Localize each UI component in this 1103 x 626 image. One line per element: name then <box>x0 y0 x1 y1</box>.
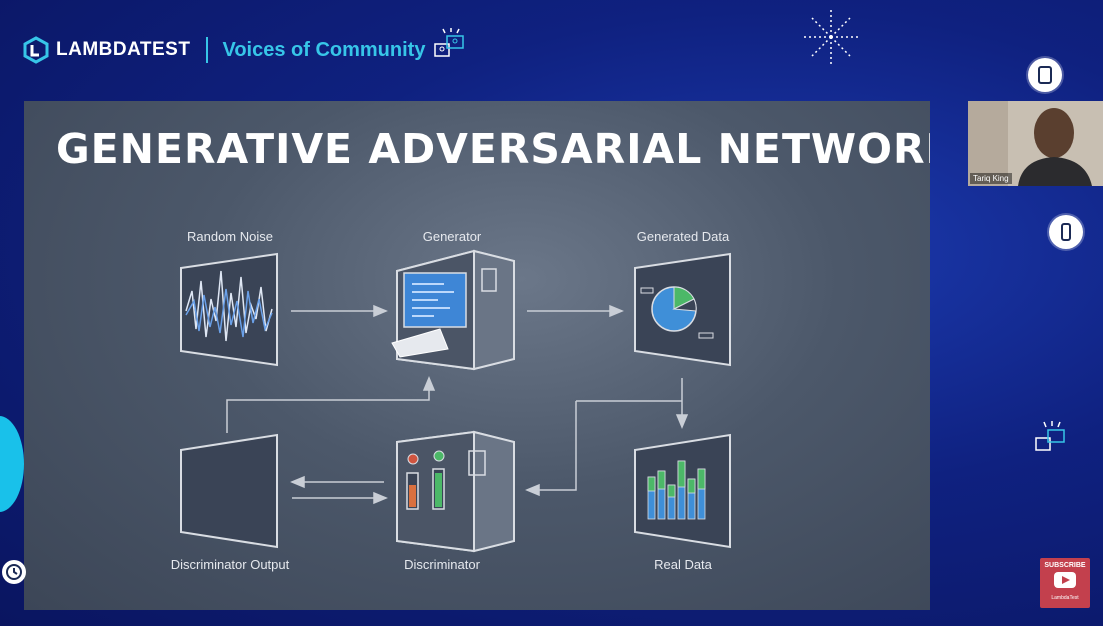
subscribe-label: SUBSCRIBE <box>1044 562 1086 569</box>
header-divider <box>206 37 209 63</box>
tablet-icon <box>1038 66 1052 84</box>
discriminator-output-panel <box>180 433 278 549</box>
label-generated-data: Generated Data <box>636 229 730 244</box>
header: LAMBDATEST Voices of Community <box>22 28 471 66</box>
clock-button[interactable] <box>2 560 26 584</box>
presentation-slide: GENERATIVE ADVERSARIAL NETWORKS <box>24 101 930 610</box>
brand-name: LAMBDATEST <box>56 39 191 60</box>
label-generator: Generator <box>422 229 482 244</box>
cyan-decoration <box>0 416 24 512</box>
generator-machine <box>391 249 515 371</box>
tagline: Voices of Community <box>222 38 426 61</box>
gan-diagram <box>180 249 731 553</box>
clock-icon <box>6 564 22 580</box>
label-discriminator: Discriminator <box>404 557 480 572</box>
mobile-button[interactable] <box>1049 215 1083 249</box>
chat-bubbles-icon <box>434 28 465 57</box>
subscribe-brand: LambdaTest <box>1051 595 1079 601</box>
real-data-panel <box>634 433 731 549</box>
flow-arrows <box>226 304 689 505</box>
label-discriminator-output: Discriminator Output <box>170 557 290 572</box>
webcam-tile[interactable]: Tariq King <box>968 101 1103 186</box>
label-random-noise: Random Noise <box>187 229 273 244</box>
discriminator-machine <box>396 430 515 553</box>
tablet-button[interactable] <box>1028 58 1062 92</box>
youtube-play-icon <box>1054 572 1076 588</box>
generated-data-panel <box>634 252 731 367</box>
lambdatest-logo-icon <box>23 36 49 64</box>
slide-title: GENERATIVE ADVERSARIAL NETWORKS <box>56 125 930 173</box>
participant-video <box>968 101 1103 186</box>
label-real-data: Real Data <box>654 557 712 572</box>
chat-bubbles-icon <box>1035 421 1065 451</box>
random-noise-panel <box>180 252 278 367</box>
mobile-icon <box>1061 223 1071 241</box>
firework-decoration <box>804 10 858 64</box>
participant-name: Tariq King <box>970 173 1012 184</box>
subscribe-button[interactable]: SUBSCRIBE LambdaTest <box>1040 558 1090 608</box>
